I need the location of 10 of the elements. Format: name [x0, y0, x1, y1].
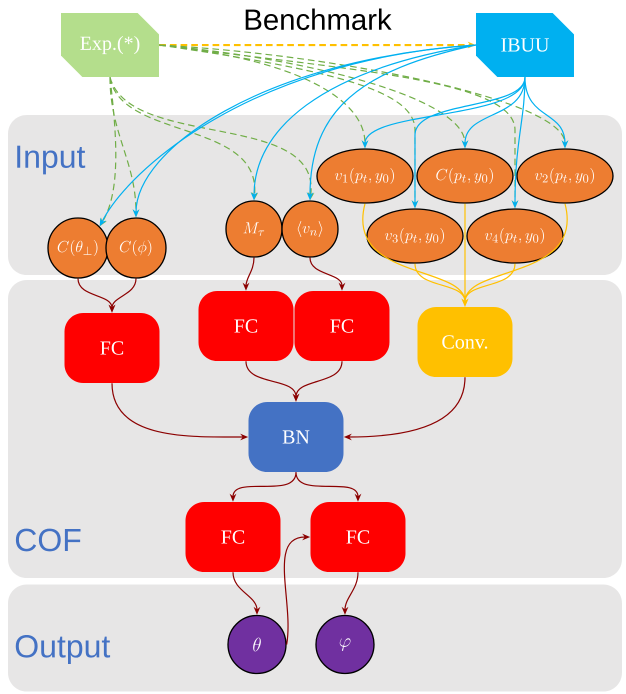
layer-box: FC	[294, 291, 390, 361]
layer-box: BN	[248, 402, 344, 472]
layer-box: Conv.	[418, 307, 512, 377]
layer-box: FC	[198, 291, 294, 361]
layer-box: FC	[64, 313, 160, 383]
layer-box: FC	[186, 502, 280, 572]
edge-label: Benchmark	[242, 7, 393, 32]
layer-box: FC	[310, 502, 406, 572]
source-box: Exp.(*)	[61, 13, 159, 77]
source-box: IBUU	[476, 13, 574, 77]
